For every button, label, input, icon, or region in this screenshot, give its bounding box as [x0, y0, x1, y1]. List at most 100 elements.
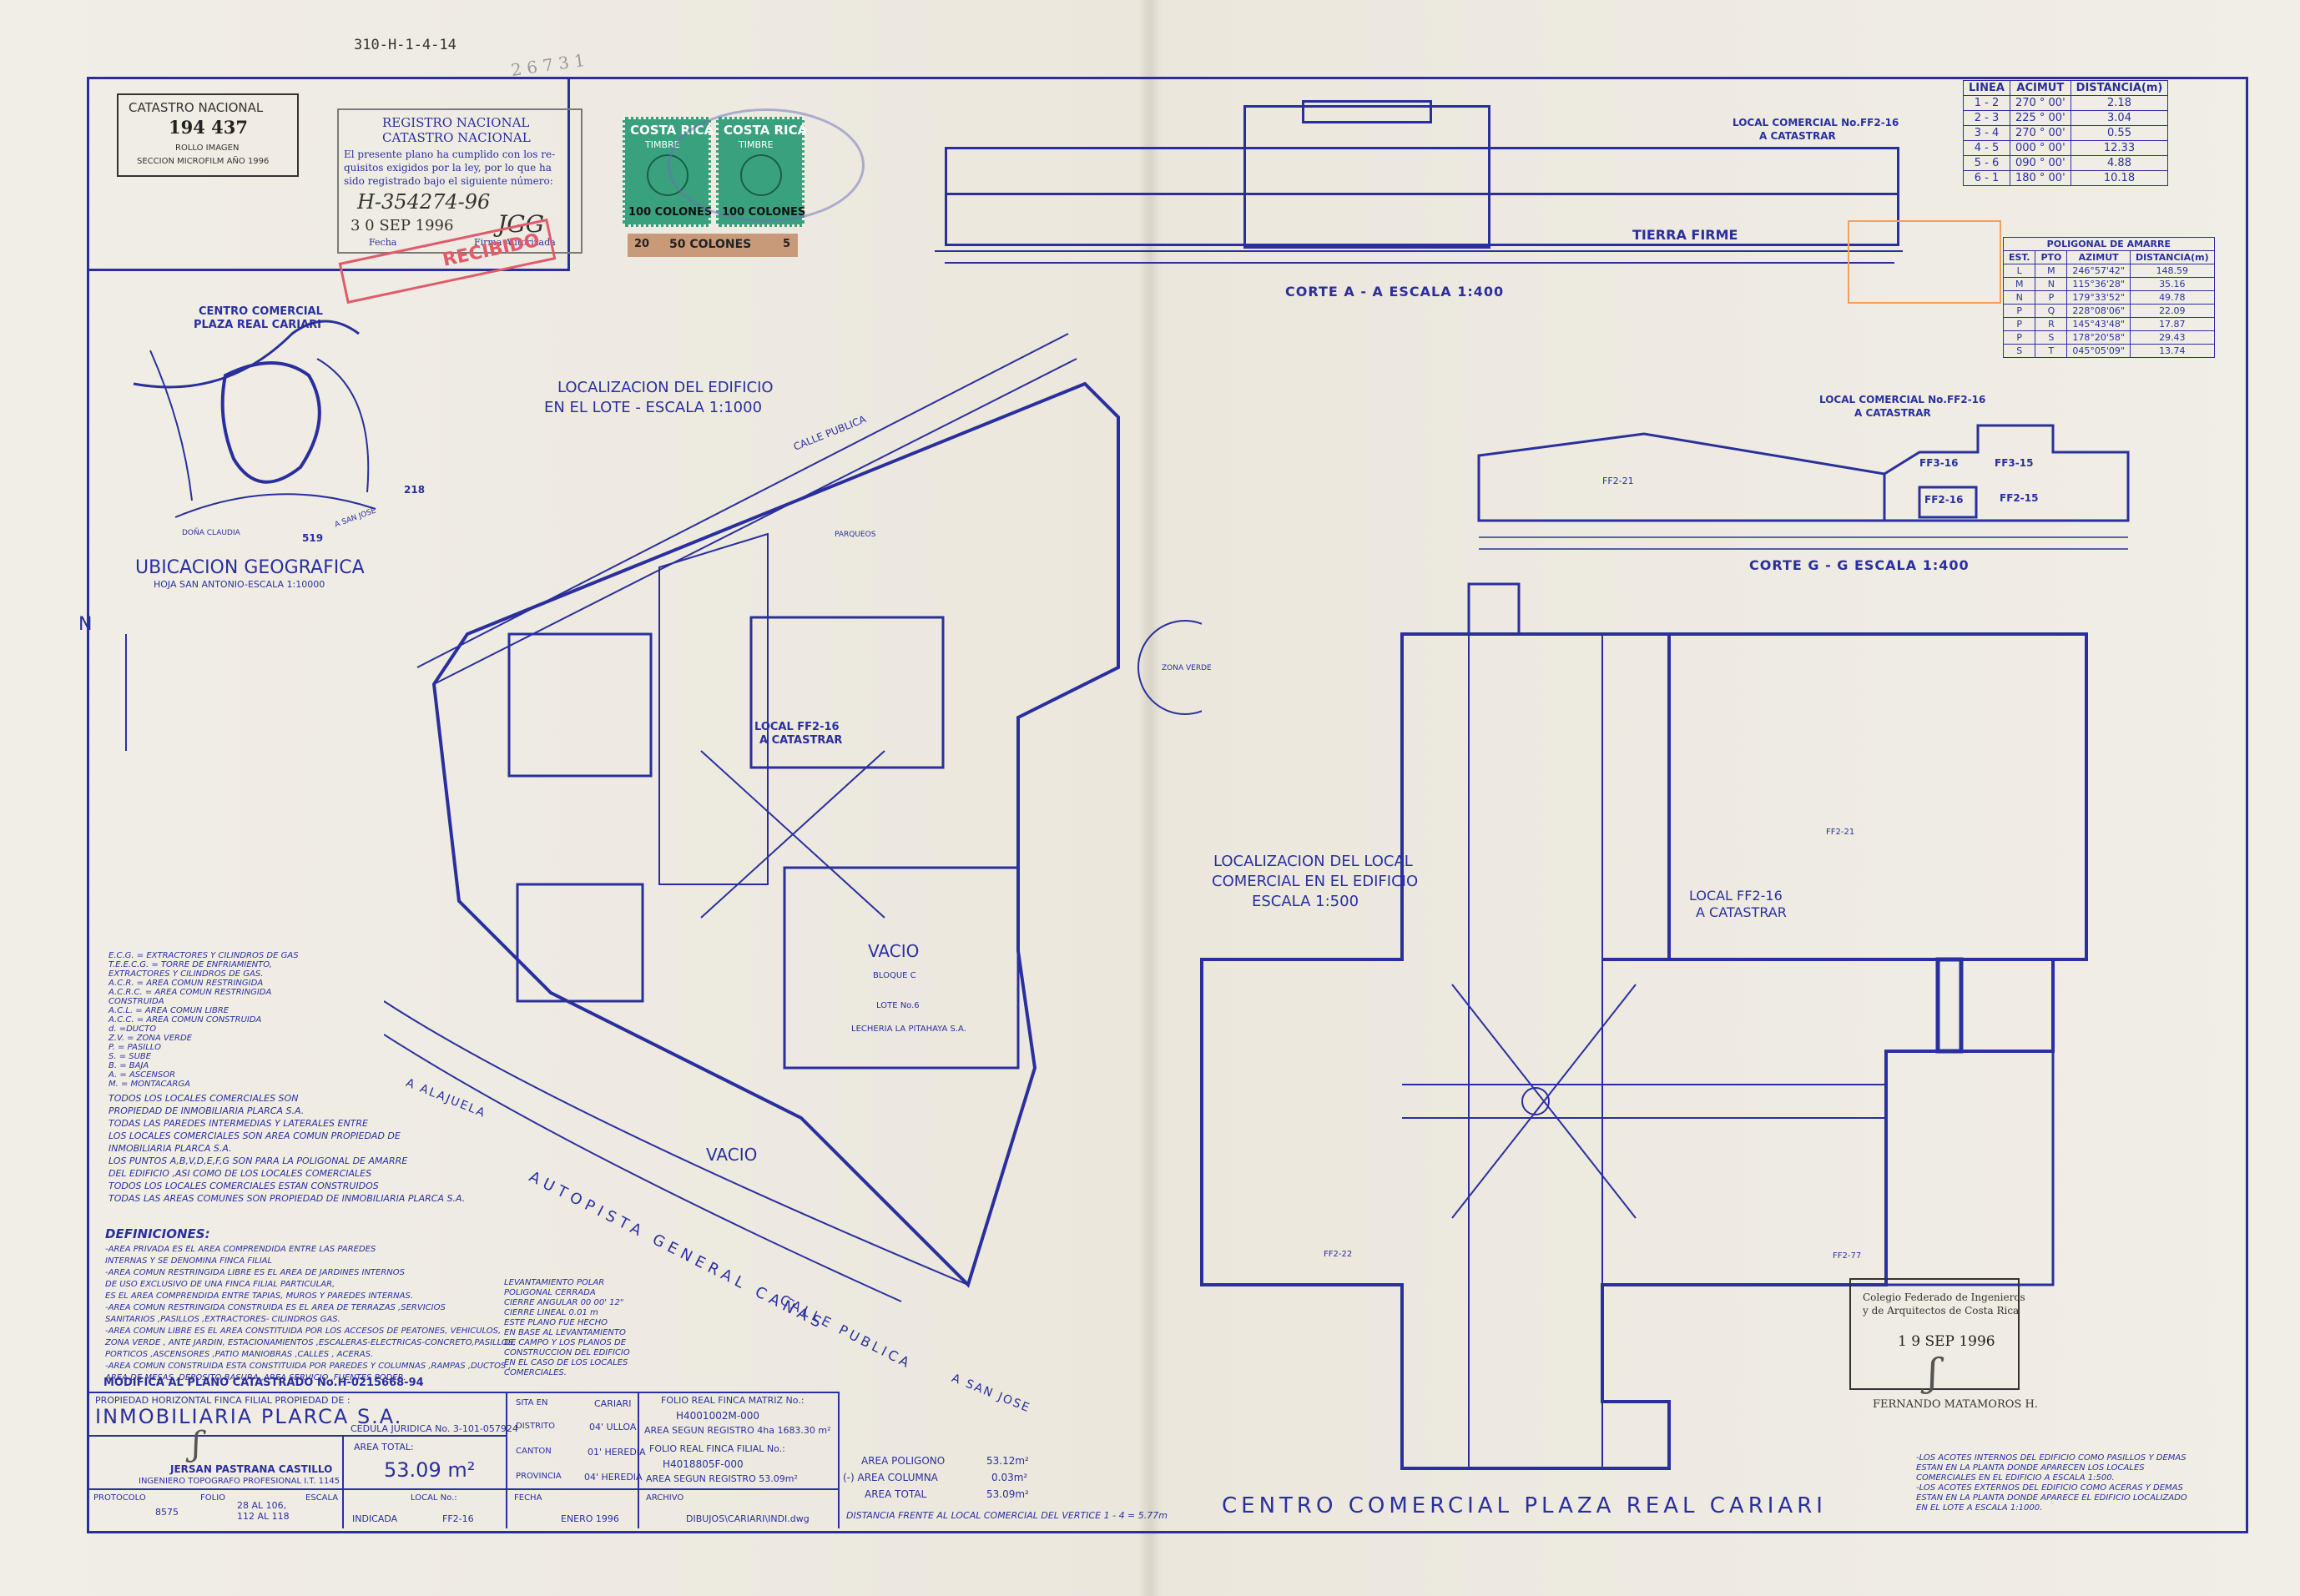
text-line: E.C.G. = EXTRACTORES Y CILINDROS DE GAS: [108, 951, 299, 960]
table-cell: L: [2002, 264, 2036, 278]
floor-plan-drawing: [1200, 582, 2088, 1470]
engineer-signature-icon: ʃ: [192, 1425, 201, 1463]
colegio-stamp: Colegio Federado de Ingenieros y de Arqu…: [1849, 1278, 2025, 1390]
table-cell: N: [2002, 290, 2036, 305]
drawing-frame: [87, 77, 2248, 1533]
fiscal-stamp-50: 20 50 COLONES 5: [628, 234, 798, 257]
table-cell: Q: [2035, 304, 2068, 318]
table-cell: T: [2035, 344, 2068, 358]
text-line: TODAS LAS PAREDES INTERMEDIAS Y LATERALE…: [108, 1118, 368, 1129]
table-cell: 3.04: [2070, 110, 2169, 126]
table-cell: P: [2002, 330, 2036, 345]
registro-nacional-stamp: REGISTRO NACIONAL CATASTRO NACIONAL El p…: [337, 108, 583, 254]
col-linea: LINEA: [1963, 80, 2010, 96]
table-cell: 270 ° 00': [2009, 95, 2071, 111]
text-line: A.C.R. = AREA COMUN RESTRINGIDA: [108, 979, 264, 988]
text-line: DE CAMPO Y LOS PLANOS DE: [504, 1338, 627, 1347]
text-line: A. = ASCENSOR: [108, 1070, 176, 1080]
table-cell: 35.16: [2129, 277, 2215, 291]
table-cell: 0.55: [2070, 125, 2169, 141]
text-line: T.E.E.C.G. = TORRE DE ENFRIAMIENTO,: [108, 960, 272, 969]
sheet-reference: 310-H-1-4-14: [354, 37, 456, 53]
table-cell: 10.18: [2070, 170, 2169, 186]
text-line: EN EL CASO DE LOS LOCALES: [504, 1358, 628, 1367]
handwritten-signature: JGG: [497, 210, 544, 238]
text-line: d. =DUCTO: [108, 1025, 157, 1034]
text-line: TODOS LOS LOCALES COMERCIALES ESTAN CONS…: [108, 1181, 379, 1191]
poligonal-title: POLIGONAL DE AMARRE: [2003, 237, 2215, 251]
text-line: A.C.L. = AREA COMUN LIBRE: [108, 1006, 229, 1015]
text-line: TODOS LOS LOCALES COMERCIALES SON: [108, 1093, 299, 1104]
table-cell: 4 - 5: [1963, 140, 2010, 156]
text-line: AREA DE MESAS ,DEPOSITO BASURA ,AREA SER…: [105, 1373, 406, 1382]
ubicacion-title: UBICACION GEOGRAFICA: [135, 557, 365, 578]
local-plan-title: LOCALIZACION DEL LOCAL: [1213, 853, 1413, 870]
text-line: CONSTRUIDA: [108, 997, 164, 1006]
text-line: -AREA COMUN RESTRINGIDA LIBRE ES EL AREA…: [105, 1268, 405, 1277]
text-line: -LOS ACOTES EXTERNOS DEL EDIFICIO COMO A…: [1916, 1483, 2183, 1493]
text-line: CONSTRUCCION DEL EDIFICIO: [504, 1348, 630, 1357]
text-line: EXTRACTORES Y CILINDROS DE GAS.: [108, 969, 264, 979]
text-line: A.C.R.C. = AREA COMUN RESTRINGIDA: [108, 988, 272, 997]
text-line: CIERRE LINEAL 0.01 m: [504, 1308, 598, 1317]
table-cell: 5 - 6: [1963, 155, 2010, 171]
table-cell: 246°57'42": [2066, 264, 2131, 278]
text-line: S. = SUBE: [108, 1052, 152, 1061]
table-cell: 1 - 2: [1963, 95, 2010, 111]
table-cell: 13.74: [2129, 344, 2215, 358]
text-line: PORTICOS ,ASCENSORES ,PATIO MANIOBRAS ,C…: [105, 1350, 374, 1359]
orange-stamp: [1848, 220, 2001, 304]
frame-divider: [567, 77, 570, 271]
table-cell: 6 - 1: [1963, 170, 2010, 186]
table-cell: 49.78: [2129, 290, 2215, 305]
owner-name: INMOBILIARIA PLARCA S.A.: [95, 1405, 403, 1428]
col-est: EST.: [2002, 250, 2036, 264]
table-cell: P: [2035, 290, 2068, 305]
table-cell: 115°36'28": [2066, 277, 2131, 291]
table-cell: 228°08'06": [2066, 304, 2131, 318]
text-line: B. = BAJA: [108, 1061, 149, 1070]
catastro-nacional-stamp: CATASTRO NACIONAL 194 437 ROLLO IMAGEN S…: [117, 93, 299, 177]
text-line: -AREA COMUN LIBRE ES EL AREA CONSTITUIDA…: [105, 1327, 502, 1336]
text-line: ZONA VERDE , ANTE JARDIN, ESTACIONAMIENT…: [105, 1338, 517, 1347]
col-acimut: ACIMUT: [2009, 80, 2071, 96]
registro-number: H-354274-96: [357, 190, 491, 214]
table-cell: 17.87: [2129, 317, 2215, 331]
text-line: PROPIEDAD DE INMOBILIARIA PLARCA S.A.: [108, 1105, 305, 1116]
text-line: DE USO EXCLUSIVO DE UNA FINCA FILIAL PAR…: [105, 1280, 335, 1289]
text-line: LOS PUNTOS A,B,V,D,E,F,G SON PARA LA POL…: [108, 1155, 408, 1166]
text-line: ES EL AREA COMPRENDIDA ENTRE TAPIAS, MUR…: [105, 1291, 413, 1301]
col-pto: PTO: [2035, 250, 2068, 264]
text-line: INTERNAS Y SE DENOMINA FINCA FILIAL: [105, 1256, 273, 1266]
main-title: CENTRO COMERCIAL PLAZA REAL CARIARI: [1222, 1493, 1827, 1518]
poligonal-table: POLIGONAL DE AMARRE EST. PTO AZIMUT DIST…: [2002, 237, 2215, 358]
table-cell: 225 ° 00': [2009, 110, 2071, 126]
table-cell: 179°33'52": [2066, 290, 2131, 305]
table-cell: 2 - 3: [1963, 110, 2010, 126]
text-line: -LOS ACOTES INTERNOS DEL EDIFICIO COMO P…: [1916, 1453, 2187, 1463]
text-line: LOS LOCALES COMERCIALES SON AREA COMUN P…: [108, 1130, 401, 1141]
table-cell: 29.43: [2129, 330, 2215, 345]
col-distancia: DISTANCIA(m): [2070, 80, 2169, 96]
text-line: -AREA PRIVADA ES EL AREA COMPRENDIDA ENT…: [105, 1245, 376, 1254]
table-cell: N: [2035, 277, 2068, 291]
text-line: COMERCIALES.: [504, 1368, 567, 1377]
site-plan-drawing: [384, 333, 1202, 1302]
text-line: POLIGONAL CERRADA: [504, 1288, 596, 1297]
corte-gg-drawing: [1477, 424, 2130, 550]
table-cell: 148.59: [2129, 264, 2215, 278]
table-cell: 4.88: [2070, 155, 2169, 171]
lote-plan-title: LOCALIZACION DEL EDIFICIO: [557, 379, 774, 396]
location-map-drawing: [133, 320, 376, 518]
table-cell: 180 ° 00': [2009, 170, 2071, 186]
text-line: A.C.C. = AREA COMUN CONSTRUIDA: [108, 1015, 262, 1025]
